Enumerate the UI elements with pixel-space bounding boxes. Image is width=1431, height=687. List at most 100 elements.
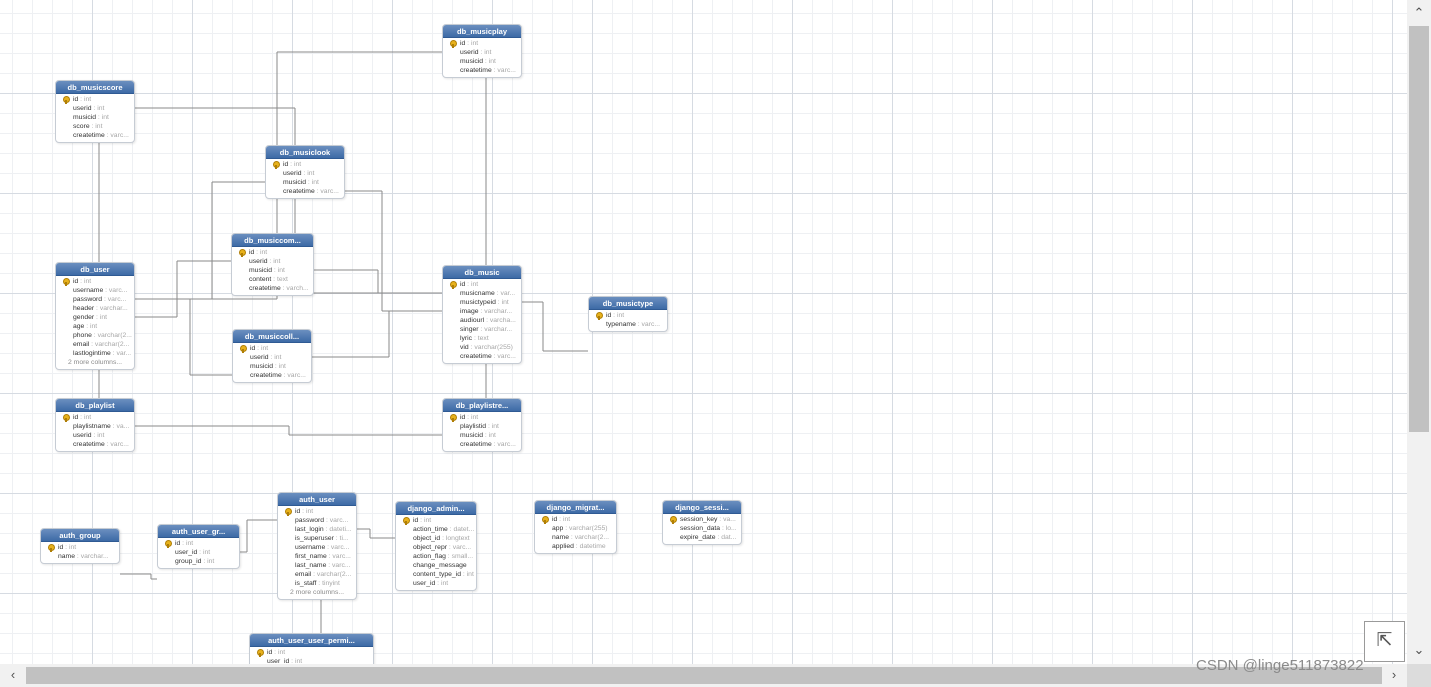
primary-key-icon [47, 544, 55, 552]
column-type-separator: : [491, 353, 498, 360]
column-row: musicid : int [237, 266, 311, 275]
column-row: object_repr : varc... [401, 543, 474, 552]
column-row: app : varchar(255) [540, 524, 614, 533]
column-name: group_id [175, 558, 202, 565]
column-type-separator: : [272, 649, 278, 656]
horizontal-scroll-thumb[interactable] [26, 667, 1382, 684]
column-name: id [552, 516, 558, 523]
column-row: id : int [448, 280, 519, 289]
column-type-separator: : [89, 341, 95, 348]
column-row: id : int [540, 515, 614, 524]
column-name: musicid [73, 114, 97, 121]
column-type-separator: : [326, 553, 333, 560]
column-row: session_key : va... [668, 515, 739, 524]
column-name: email [295, 571, 312, 578]
table-title: auth_group [41, 529, 119, 542]
scroll-left-arrow[interactable]: ‹ [10, 667, 16, 682]
vertical-scroll-thumb[interactable] [1409, 26, 1429, 432]
column-row: createtime : varc... [448, 66, 519, 75]
column-name: email [73, 341, 90, 348]
column-type-separator: : [491, 67, 498, 74]
column-name: id [73, 96, 79, 103]
column-type-separator: : [465, 40, 471, 47]
column-type-separator: : [557, 516, 563, 523]
column-type: int [466, 571, 474, 578]
column-row: first_name : varc... [283, 552, 354, 561]
column-name: id [295, 508, 301, 515]
table-title: db_music [443, 266, 521, 279]
column-type-separator: : [255, 345, 261, 352]
table-box[interactable]: django_sessi...session_key : va...sessio… [662, 500, 742, 545]
column-row: musictypeid : int [448, 298, 519, 307]
column-row: content_type_id : int [401, 570, 474, 579]
column-type: varc... [330, 544, 350, 551]
column-type: varc... [641, 321, 661, 328]
column-name: password [73, 296, 103, 303]
table-title: db_playlistre... [443, 399, 521, 412]
more-columns-link[interactable]: 2 more columns... [290, 589, 345, 596]
column-name: session_data [680, 525, 721, 532]
column-name: playlistname [73, 423, 111, 430]
column-type-separator: : [91, 332, 98, 339]
scroll-right-arrow[interactable]: › [1391, 667, 1397, 682]
column-type: int [277, 649, 286, 656]
column-type: varchar(255) [474, 344, 513, 351]
scroll-down-arrow[interactable]: ⌄ [1413, 642, 1425, 657]
column-name: last_name [295, 562, 327, 569]
column-type: varc... [497, 441, 516, 448]
column-row: lyric : text [448, 334, 519, 343]
column-row: singer : varchar... [448, 325, 519, 334]
vertical-scrollbar[interactable]: ⌃ ⌄ [1407, 0, 1431, 664]
table-title: db_musicscore [56, 81, 134, 94]
horizontal-scrollbar[interactable]: ‹ › [0, 664, 1407, 687]
zoom-fit-button[interactable]: ⇱ [1364, 621, 1405, 662]
column-name: userid [249, 258, 268, 265]
column-type-separator: : [272, 267, 278, 274]
column-type: int [83, 96, 92, 103]
column-name: phone [73, 332, 92, 339]
column-type: int [278, 363, 286, 370]
column-type-separator: : [110, 423, 117, 430]
column-row: playlistid : int [448, 422, 519, 431]
column-type: lo... [725, 525, 737, 532]
column-type-separator: : [273, 363, 279, 370]
column-type-separator: : [323, 526, 330, 533]
table-title: django_sessi... [663, 501, 741, 514]
column-row: score : int [61, 122, 132, 131]
column-type: int [101, 114, 109, 121]
column-row: is_staff : tinyint [283, 579, 354, 588]
column-name: id [250, 345, 256, 352]
column-type-separator: : [573, 543, 580, 550]
column-type: varchar(2... [97, 332, 132, 339]
primary-key-icon [238, 249, 246, 257]
column-type: int [293, 161, 302, 168]
column-row: vid : varchar(255) [448, 343, 519, 352]
more-columns-link[interactable]: 2 more columns... [68, 359, 123, 366]
column-type: varchar... [484, 308, 513, 315]
column-list: session_key : va...session_data : lo...e… [663, 514, 741, 544]
primary-key-icon [272, 161, 280, 169]
column-type: varc... [332, 562, 351, 569]
column-row: id : int [61, 413, 132, 422]
column-name: vid [460, 344, 469, 351]
column-type: text [477, 335, 489, 342]
scroll-up-arrow[interactable]: ⌃ [1413, 5, 1425, 20]
